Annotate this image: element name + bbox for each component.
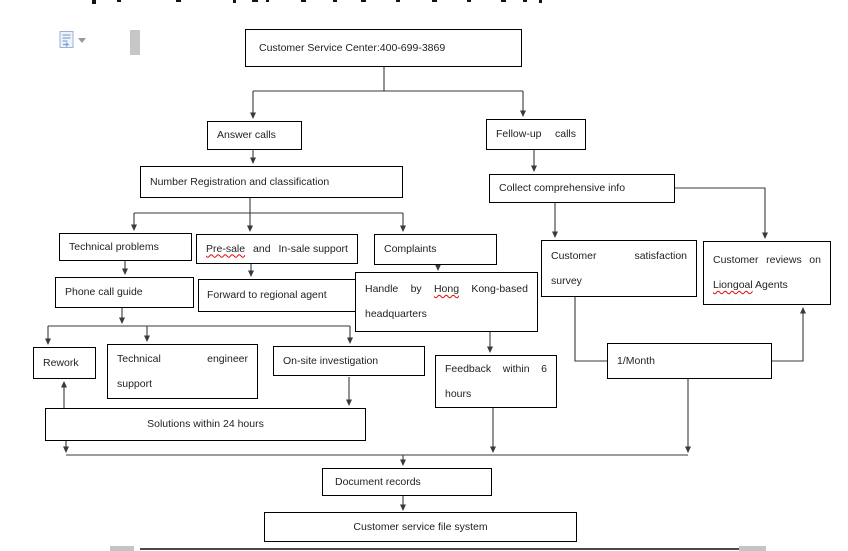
node-forward-regional-agent[interactable]: Forward to regional agent: [198, 279, 356, 312]
node-1-month[interactable]: 1/Month: [607, 343, 772, 379]
node-technical-problems[interactable]: Technical problems: [59, 233, 192, 261]
node-solutions-24-hours[interactable]: Solutions within 24 hours: [45, 408, 366, 441]
gray-placeholder-bar: [130, 30, 140, 55]
node-onsite-investigation[interactable]: On-site investigation: [273, 346, 425, 376]
paste-options-icon[interactable]: [57, 30, 79, 50]
node-collect-comprehensive-info[interactable]: Collect comprehensive info: [489, 174, 675, 203]
node-customer-service-center[interactable]: Customer Service Center:400-699-3869: [245, 29, 522, 67]
node-phone-call-guide[interactable]: Phone call guide: [55, 277, 194, 308]
node-number-registration[interactable]: Number Registration and classification: [140, 166, 403, 198]
dropdown-caret-icon[interactable]: [78, 38, 86, 43]
node-document-records[interactable]: Document records: [322, 468, 492, 496]
node-answer-calls[interactable]: Answer calls: [207, 121, 302, 150]
node-rework[interactable]: Rework: [33, 347, 96, 379]
node-complaints[interactable]: Complaints: [374, 234, 497, 265]
node-customer-service-file-system[interactable]: Customer service file system: [264, 512, 577, 542]
